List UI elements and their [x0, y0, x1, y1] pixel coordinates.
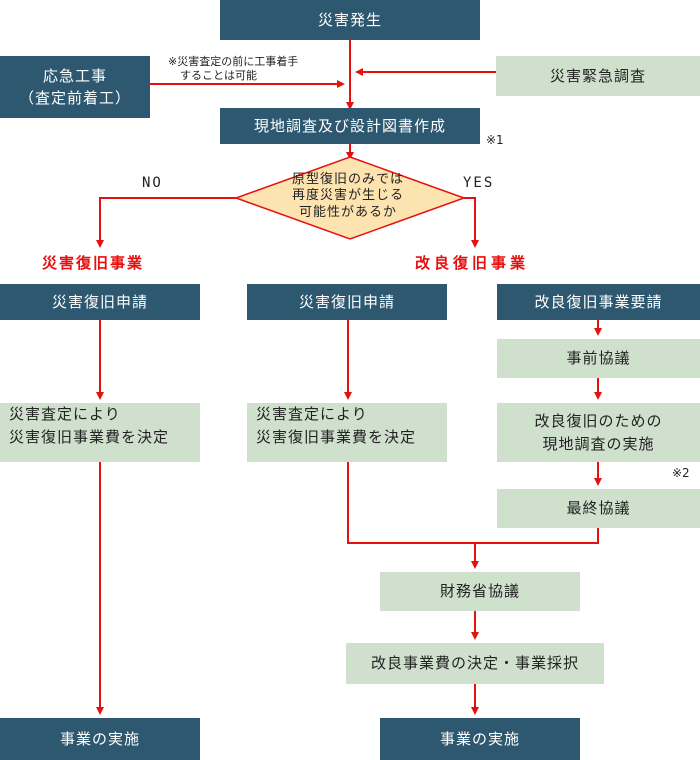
disaster-recovery-project-heading: 災害復旧事業 [42, 254, 145, 272]
improvement-recovery-project-heading: 改良復旧事業 [415, 254, 530, 272]
no-label: NO [142, 175, 163, 191]
improvement-survey-box: 改良復旧のための 現地調査の実施 [497, 403, 700, 462]
mid-recovery-application-box: 災害復旧申請 [247, 284, 447, 320]
decision-diamond [233, 156, 467, 240]
project-adoption-box: 改良事業費の決定・事業採択 [346, 643, 604, 684]
footnote-mark-1: ※1 [486, 133, 504, 147]
emergency-work-box: 応急工事 （査定前着工） [0, 56, 150, 118]
final-consultation-box: 最終協議 [497, 489, 700, 528]
left-recovery-application-box: 災害復旧申請 [0, 284, 200, 320]
finance-ministry-consultation-box: 財務省協議 [380, 572, 580, 611]
disaster-occurrence-box: 災害発生 [220, 0, 480, 40]
arrow-yes-branch [464, 197, 479, 248]
survey-design-box: 現地調査及び設計図書作成 [220, 108, 480, 144]
pre-inspection-note: ※災害査定の前に工事着手 することは可能 [168, 55, 299, 83]
right-implementation-box: 事業の実施 [380, 718, 580, 760]
pre-consultation-box: 事前協議 [497, 339, 700, 378]
arrow-no-branch [96, 197, 236, 248]
emergency-work-label: 応急工事 [42, 66, 107, 85]
mid-inspection-decision-box: 災害査定により 災害復旧事業費を決定 [247, 403, 447, 462]
line-mid-to-merge [347, 462, 599, 544]
left-implementation-box: 事業の実施 [0, 718, 200, 760]
footnote-mark-2: ※2 [672, 466, 690, 480]
decision-text: 原型復旧のみでは 再度災害が生じる 可能性があるか [291, 172, 404, 220]
left-inspection-decision-box: 災害査定により 災害復旧事業費を決定 [0, 403, 200, 462]
emergency-work-sublabel: （査定前着工） [18, 89, 131, 107]
urgent-survey-box: 災害緊急調査 [496, 56, 700, 96]
yes-label: YES [463, 175, 495, 191]
improvement-request-box: 改良復旧事業要請 [497, 284, 700, 320]
